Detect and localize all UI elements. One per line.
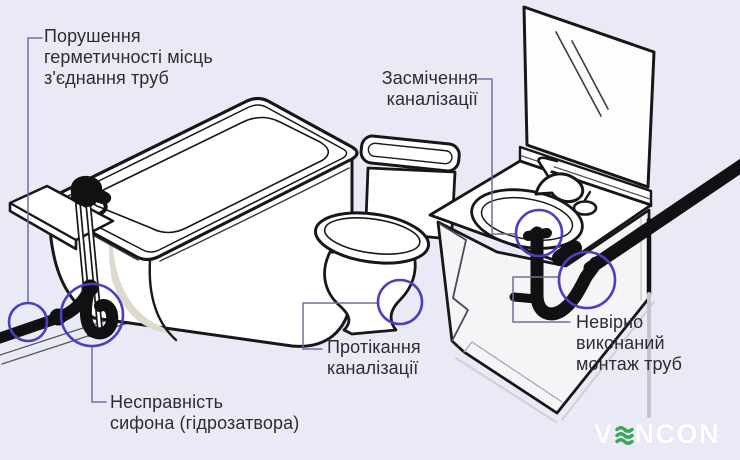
leader-installation [512, 276, 571, 323]
label-line: з'єднання труб [44, 68, 169, 88]
highlight-circle-pipe-joint [7, 301, 49, 343]
highlight-circle-siphon [59, 282, 125, 348]
label-line: каналізації [386, 89, 478, 109]
highlight-circles [7, 208, 617, 348]
leader-sewer-clog [477, 78, 516, 235]
label-sewer-leak: Протікання каналізації [327, 337, 421, 379]
label-pipe-joints-seal-failure: Порушення герметичності місць з'єднання … [44, 26, 213, 89]
mirror [522, 5, 656, 189]
logo-letters-ncon: NCON [634, 419, 721, 449]
vanity-sink [428, 5, 656, 423]
sink-faucet-icon [534, 156, 598, 216]
label-line: виконаний [576, 333, 665, 353]
label-incorrect-pipe-installation: Невірно виконаний монтаж труб [576, 312, 682, 375]
leader-lines [27, 37, 571, 403]
label-line: Невірно [576, 312, 644, 332]
label-line: Порушення [44, 26, 141, 46]
logo-letter-v: V [594, 419, 614, 449]
label-line: герметичності місць [44, 47, 213, 67]
label-line: Несправність [110, 392, 224, 412]
label-line: Протікання [327, 337, 421, 357]
leader-siphon [91, 346, 107, 403]
label-line: сифона (гідрозатвора) [110, 413, 300, 433]
label-line: монтаж труб [576, 354, 683, 374]
leader-pipe-joints [27, 37, 43, 303]
highlight-circle-pipe-bend [557, 250, 617, 310]
highlight-circle-sink-drain [514, 208, 564, 258]
bathtub [8, 96, 359, 348]
label-line: каналізації [327, 358, 419, 378]
logo-wave-e-icon [614, 426, 634, 445]
label-sewer-clog: Засмічення каналізації [350, 68, 478, 110]
toilet [313, 134, 461, 336]
label-line: Засмічення [381, 68, 478, 88]
highlight-circle-toilet-base [376, 278, 424, 326]
vencon-logo: V NCON [594, 419, 720, 450]
label-siphon-failure: Несправність сифона (гідрозатвора) [110, 392, 299, 434]
leader-sewer-leak [302, 302, 378, 350]
drain-pipe [509, 158, 740, 418]
